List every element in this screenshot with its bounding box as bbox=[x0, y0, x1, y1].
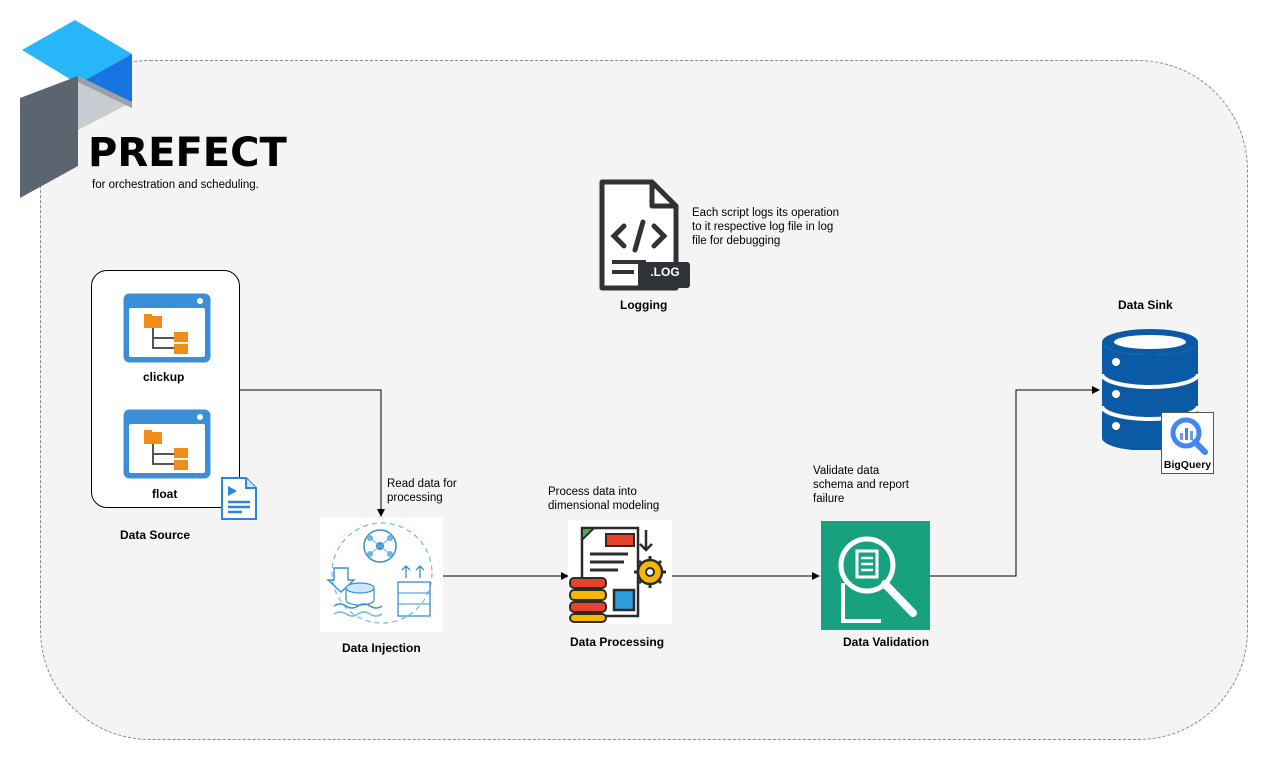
logging-note: Each script logs its operation to it res… bbox=[692, 207, 840, 247]
float-window-icon bbox=[122, 408, 212, 480]
bigquery-label: BigQuery bbox=[1163, 459, 1212, 471]
validation-label: Data Validation bbox=[843, 635, 930, 649]
sink-label: Data Sink bbox=[1118, 298, 1173, 312]
injection-note: Read data for processing bbox=[387, 478, 457, 504]
bigquery-badge: BigQuery bbox=[1161, 412, 1214, 474]
injection-label: Data Injection bbox=[342, 641, 421, 655]
bigquery-icon bbox=[1166, 415, 1210, 455]
float-label: float bbox=[152, 487, 178, 501]
prefect-logo-icon bbox=[20, 18, 135, 200]
brand-tagline: for orchestration and scheduling. bbox=[92, 179, 259, 191]
data-processing-icon bbox=[568, 520, 672, 624]
log-file-icon bbox=[598, 178, 694, 294]
data-source-label: Data Source bbox=[120, 528, 191, 542]
clickup-label: clickup bbox=[143, 370, 185, 384]
data-injection-icon bbox=[320, 518, 443, 632]
validation-to-sink-connector bbox=[930, 386, 1100, 577]
logging-label: Logging bbox=[620, 298, 668, 312]
processing-note: Process data into dimensional modeling bbox=[548, 486, 660, 512]
data-validation-icon bbox=[821, 521, 930, 630]
brand-name: PREFECT bbox=[88, 130, 287, 176]
source-to-injection-connector bbox=[240, 389, 385, 517]
validation-note: Validate data schema and report failure bbox=[813, 465, 909, 505]
document-icon bbox=[220, 476, 258, 521]
diagram-canvas bbox=[40, 60, 1248, 740]
processing-label: Data Processing bbox=[570, 635, 665, 649]
clickup-window-icon bbox=[122, 292, 212, 364]
log-badge: .LOG bbox=[650, 265, 680, 279]
